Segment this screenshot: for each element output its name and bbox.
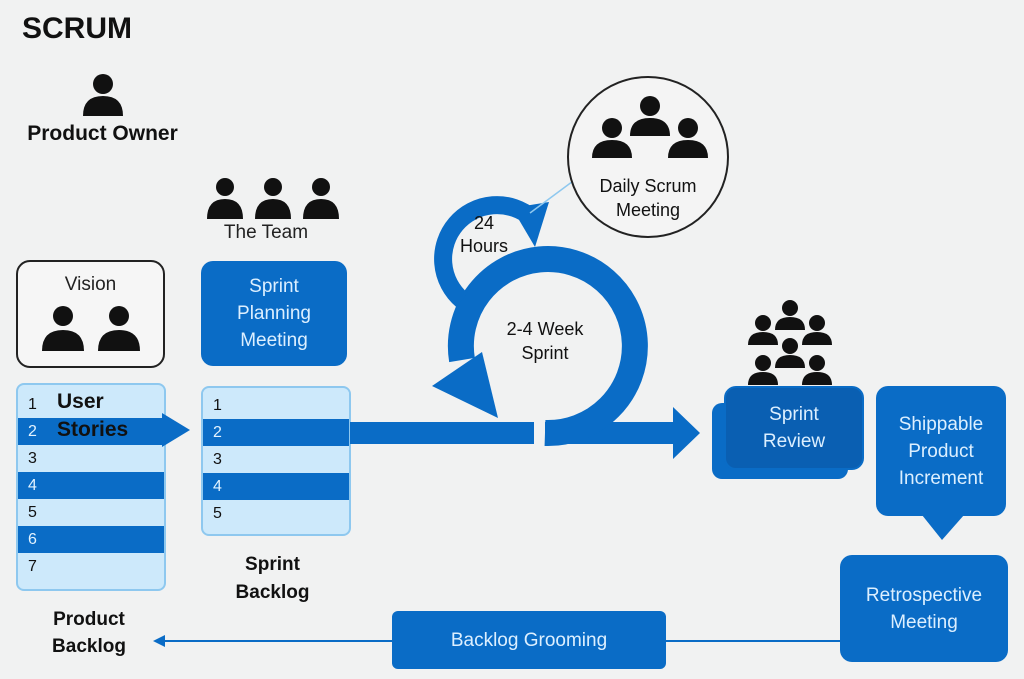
list-item[interactable]: 7 (18, 553, 164, 580)
product-owner-label: Product Owner (27, 122, 178, 145)
retrospective-meeting-box: Retrospective Meeting (840, 555, 1008, 662)
list-item[interactable]: 2 (203, 419, 349, 446)
daily-loop-arrowhead (512, 202, 549, 247)
backlog-grooming-box: Backlog Grooming (392, 611, 666, 669)
list-item[interactable]: 4 (203, 473, 349, 500)
product-backlog-label: Product Backlog (52, 609, 126, 657)
daily-loop (434, 196, 538, 307)
sprint-backlog-list: 1 2 3 4 5 (201, 386, 351, 536)
daily-loop-label: 24 Hours (459, 213, 508, 256)
daily-scrum-label: Daily Scrum Meeting (599, 176, 697, 220)
list-item[interactable]: 4 (18, 472, 164, 499)
list-item[interactable]: 1 (203, 392, 349, 419)
flow-bar-left (350, 422, 534, 444)
sprint-review-box: Sprint Review (724, 386, 864, 470)
page-title: SCRUM (22, 12, 132, 45)
sprint-backlog-label: Sprint Backlog (235, 554, 310, 603)
sprint-review-crowd-icon (748, 300, 832, 385)
list-item[interactable]: 1 (18, 391, 164, 418)
daily-scrum-bubble (567, 76, 729, 238)
team-label: The Team (223, 222, 309, 243)
shippable-increment-box: Shippable Product Increment (876, 386, 1006, 516)
increment-bubble-tail (922, 515, 964, 540)
list-item[interactable]: 6 (18, 526, 164, 553)
sprint-planning-meeting-box: Sprint Planning Meeting (201, 261, 347, 366)
vision-people-icon (42, 306, 140, 351)
sprint-cycle-label: 2-4 Week Sprint (506, 319, 584, 363)
user-stories-line2: Stories (57, 418, 129, 441)
product-backlog-list: 1 2 3 4 5 6 7 (16, 383, 166, 591)
list-item[interactable]: 3 (203, 446, 349, 473)
list-item[interactable]: 3 (18, 445, 164, 472)
list-item[interactable]: 5 (203, 500, 349, 527)
to-review-arrow (673, 407, 700, 459)
backlog-to-sprint-arrow (162, 413, 190, 447)
product-owner-person-icon (83, 74, 123, 116)
list-item[interactable]: 2 (18, 418, 164, 445)
vision-box: Vision (16, 260, 165, 368)
sprint-cycle-arrowhead (432, 352, 498, 418)
daily-scrum-people-icon (592, 96, 708, 158)
grooming-return-arrowhead (153, 635, 165, 647)
sprint-cycle-loop (447, 246, 648, 447)
user-stories-line1: User (57, 390, 104, 413)
list-item[interactable]: 5 (18, 499, 164, 526)
team-group-icon (207, 178, 339, 219)
vision-label: Vision (64, 274, 117, 295)
